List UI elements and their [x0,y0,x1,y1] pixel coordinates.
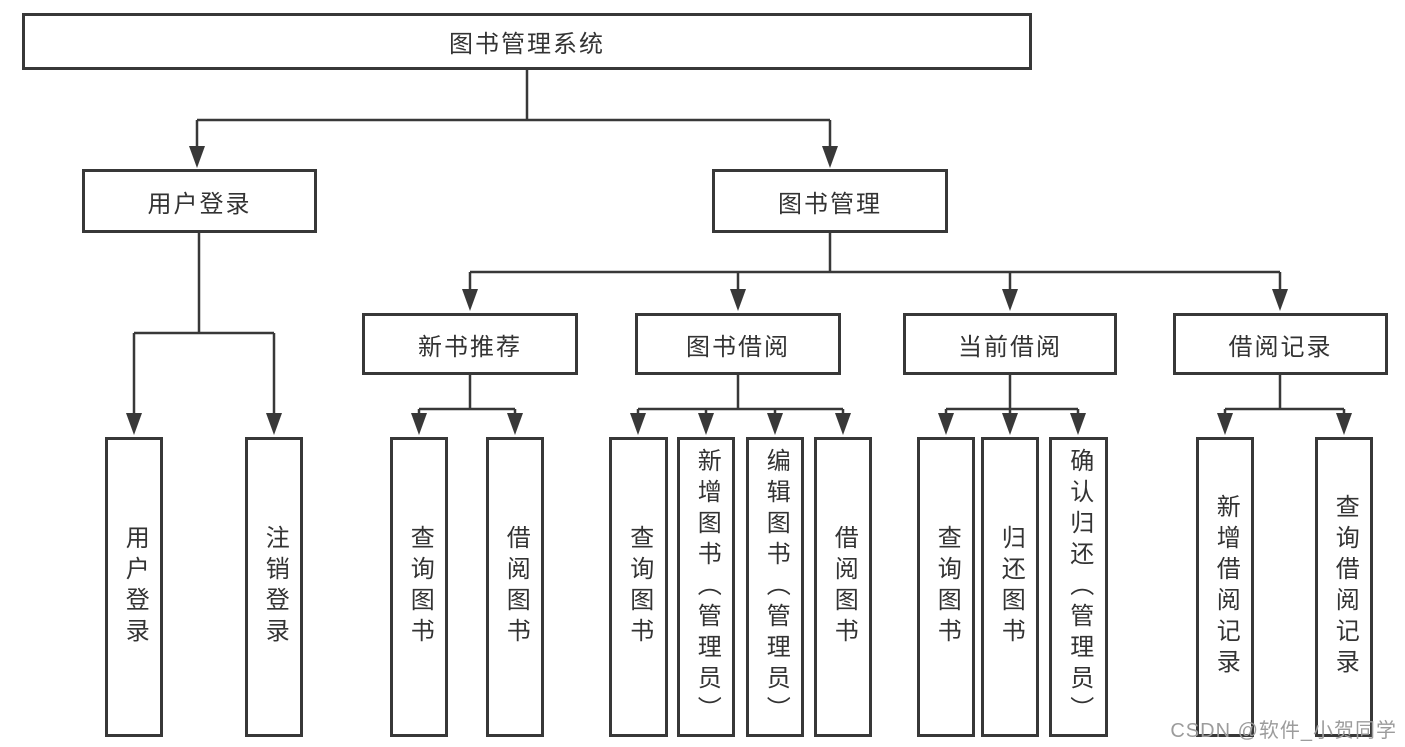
node-leaf-br-add-record: 新增借阅记录 [1196,437,1254,737]
connector-current-borrowing-branch [944,375,1080,416]
node-label: 查询图书 [406,525,434,649]
node-leaf-nb-borrow-books: 借阅图书 [486,437,544,737]
node-label: 归还图书 [997,525,1025,649]
node-label: 查询图书 [933,525,961,649]
node-current-borrowing: 当前借阅 [903,313,1117,375]
node-label: 当前借阅 [958,333,1062,361]
node-label: 确认归还（管理员） [1065,447,1093,727]
watermark: CSDN @软件_小贺同学 [1170,720,1397,742]
node-label: 用户登录 [147,190,252,218]
node-leaf-bb-add-books-admin: 新增图书（管理员） [677,437,735,737]
arrowheads [126,146,1352,435]
node-label: 借阅图书 [830,525,858,649]
node-leaf-cb-query-books: 查询图书 [917,437,975,737]
node-leaf-br-query-record: 查询借阅记录 [1315,437,1373,737]
node-label: 新增借阅记录 [1212,494,1240,680]
node-label: 注销登录 [261,525,289,649]
node-label: 图书管理 [778,190,882,218]
connector-borrowing-records-branch [1223,375,1346,416]
node-label: 图书管理系统 [449,31,605,58]
node-book-management: 图书管理 [712,169,948,233]
node-label: 查询借阅记录 [1331,494,1359,680]
node-leaf-bb-edit-books-admin: 编辑图书（管理员） [746,437,804,737]
node-label: 借阅记录 [1228,333,1333,361]
node-leaf-user-login: 用户登录 [105,437,163,737]
connector-new-book-branch [417,375,517,416]
node-leaf-nb-query-books: 查询图书 [390,437,448,737]
node-book-borrowing: 图书借阅 [635,313,841,375]
node-label: 新书推荐 [418,333,522,361]
connector-root-to-level2 [195,70,832,148]
node-label: 查询图书 [625,525,653,649]
node-leaf-logout: 注销登录 [245,437,303,737]
node-new-book-recommend: 新书推荐 [362,313,578,375]
node-label: 新增图书（管理员） [693,447,721,727]
connector-user-login-branch [132,233,276,416]
node-leaf-cb-confirm-return-admin: 确认归还（管理员） [1049,437,1108,737]
connector-book-management-branch [468,233,1282,292]
node-label: 图书借阅 [686,333,790,361]
node-root: 图书管理系统 [22,13,1032,70]
node-user-login: 用户登录 [82,169,317,233]
node-leaf-bb-query-books: 查询图书 [609,437,668,737]
connector-book-borrowing-branch [636,375,845,416]
node-label: 用户登录 [121,525,149,649]
node-leaf-bb-borrow-books: 借阅图书 [814,437,872,737]
node-label: 编辑图书（管理员） [762,447,790,727]
node-borrowing-records: 借阅记录 [1173,313,1388,375]
node-leaf-cb-return-books: 归还图书 [981,437,1039,737]
node-label: 借阅图书 [502,525,530,649]
